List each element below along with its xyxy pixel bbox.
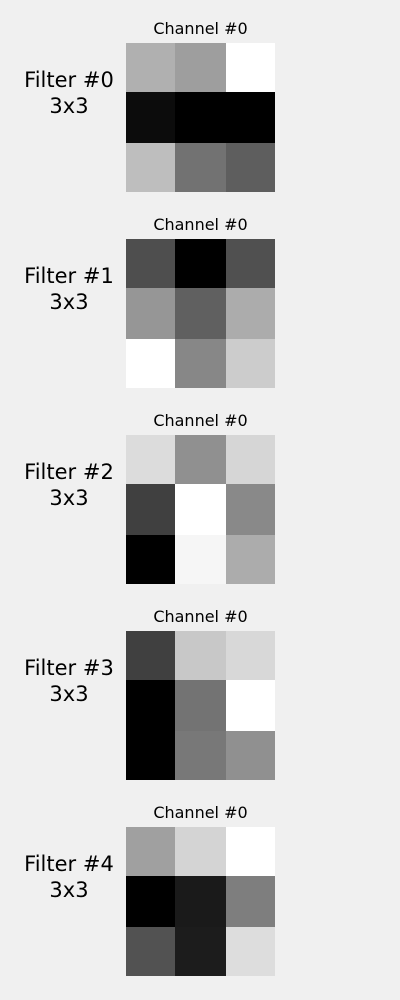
filter-cell [126,143,175,192]
filter-grid [126,43,275,192]
filter-cell [226,631,275,680]
filter-cell [226,827,275,876]
filter-grid [126,435,275,584]
filter-cell [226,435,275,484]
channel-title: Channel #0 [153,19,248,38]
filter-cell [226,680,275,731]
filter-cell [126,288,175,339]
channel-title: Channel #0 [153,215,248,234]
filter-size: 3x3 [49,682,89,706]
filter-cell [226,288,275,339]
filter-cell [175,435,226,484]
filter-name: Filter #3 [24,656,114,680]
filter-cell [175,731,226,780]
filter-cell [126,731,175,780]
filter-label: Filter #2 3x3 [10,459,128,511]
filter-block-1: Filter #1 3x3 Channel #0 [0,215,400,411]
filter-cell [226,927,275,976]
filter-cell [175,143,226,192]
filter-size: 3x3 [49,290,89,314]
filter-cell [226,484,275,535]
filter-name: Filter #4 [24,852,114,876]
filter-cell [126,876,175,927]
filter-cell [175,927,226,976]
filter-cell [175,239,226,288]
filter-name: Filter #2 [24,460,114,484]
filter-cell [175,339,226,388]
channel-title: Channel #0 [153,803,248,822]
filter-cell [226,239,275,288]
filter-cell [226,339,275,388]
filter-grid [126,827,275,976]
filter-cell [126,631,175,680]
filter-cell [175,43,226,92]
filter-cell [175,535,226,584]
filter-grid [126,631,275,780]
filter-cell [126,927,175,976]
filter-grid [126,239,275,388]
filter-cell [175,827,226,876]
filter-label: Filter #0 3x3 [10,67,128,119]
filter-cell [126,239,175,288]
channel-title: Channel #0 [153,607,248,626]
filter-label: Filter #3 3x3 [10,655,128,707]
filter-cell [175,631,226,680]
filter-cell [226,731,275,780]
filter-cell [126,484,175,535]
filter-label: Filter #4 3x3 [10,851,128,903]
filter-cell [126,535,175,584]
filter-label: Filter #1 3x3 [10,263,128,315]
filter-cell [226,143,275,192]
filter-cell [226,92,275,143]
filter-block-4: Filter #4 3x3 Channel #0 [0,803,400,999]
filter-block-0: Filter #0 3x3 Channel #0 [0,19,400,215]
filter-size: 3x3 [49,486,89,510]
filter-cell [175,876,226,927]
filter-name: Filter #1 [24,264,114,288]
filter-cell [126,339,175,388]
filter-size: 3x3 [49,878,89,902]
filter-block-2: Filter #2 3x3 Channel #0 [0,411,400,607]
channel-title: Channel #0 [153,411,248,430]
filter-cell [175,680,226,731]
filter-cell [126,827,175,876]
filter-cell [126,680,175,731]
filter-name: Filter #0 [24,68,114,92]
filter-size: 3x3 [49,94,89,118]
filter-cell [226,535,275,584]
filter-cell [126,92,175,143]
filter-cell [175,92,226,143]
filter-block-3: Filter #3 3x3 Channel #0 [0,607,400,803]
filter-cell [226,43,275,92]
filter-cell [126,43,175,92]
filter-cell [226,876,275,927]
filter-cell [126,435,175,484]
filter-cell [175,288,226,339]
filter-cell [175,484,226,535]
